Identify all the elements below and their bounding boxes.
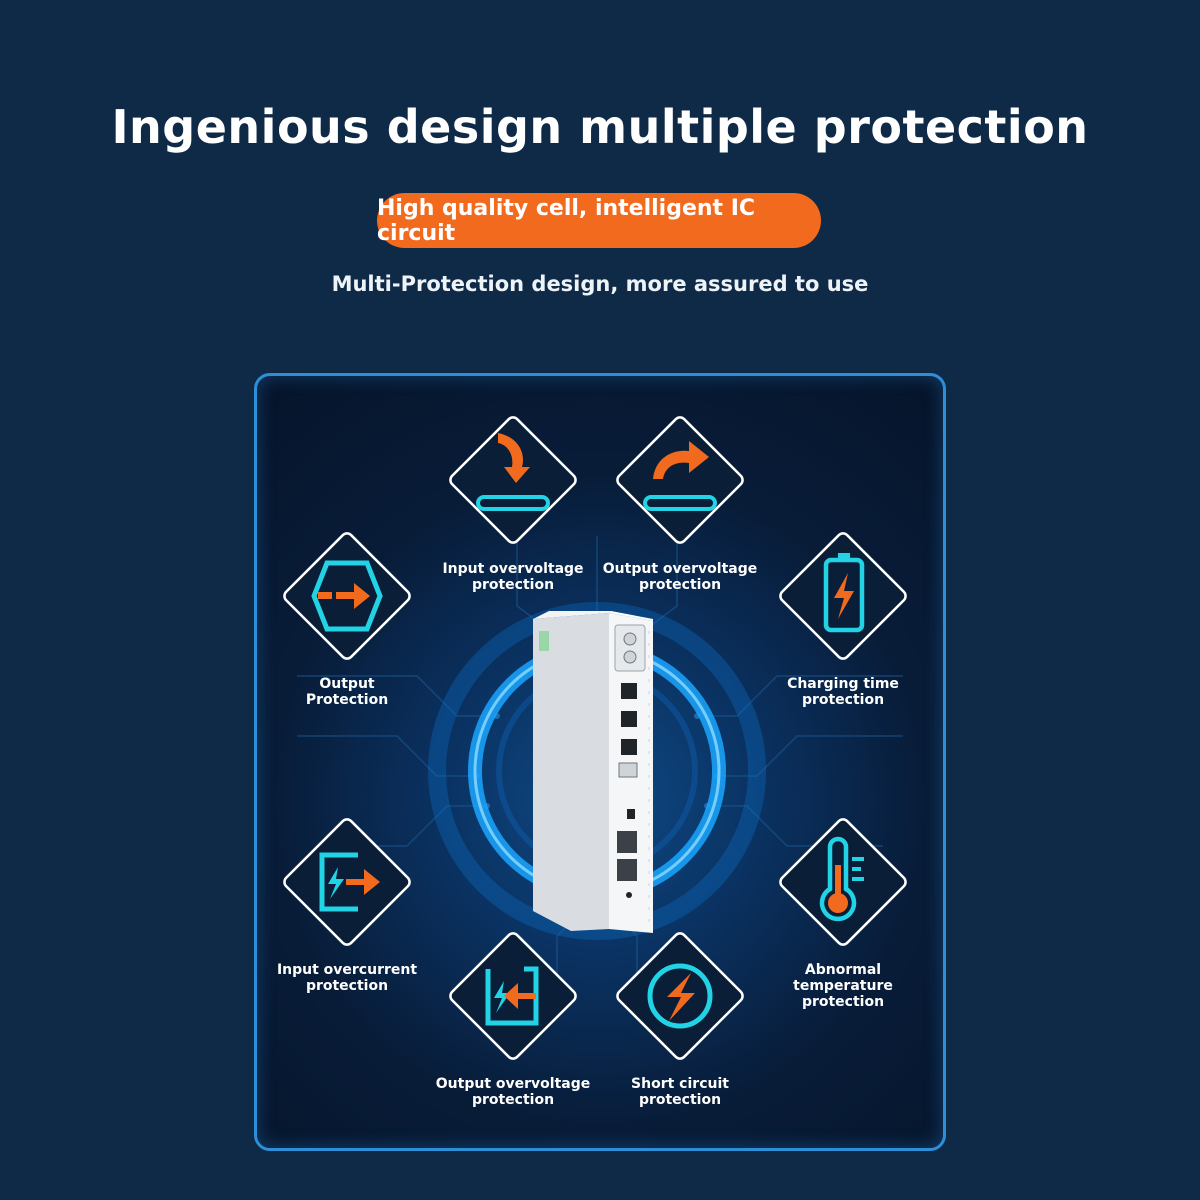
subtitle: Multi-Protection design, more assured to… — [331, 272, 869, 296]
short-circuit-icon — [616, 932, 744, 1060]
output-overvoltage-arrow-icon — [449, 932, 577, 1060]
ups-device — [531, 611, 661, 936]
battery-charging-icon — [779, 532, 907, 660]
ups-device-illustration — [533, 611, 653, 933]
highlight-pill: High quality cell, intelligent IC circui… — [377, 193, 821, 248]
output-overvoltage-icon — [616, 416, 744, 544]
thermometer-icon — [779, 818, 907, 946]
input-overvoltage-icon — [449, 416, 577, 544]
page-title: Ingenious design multiple protection — [111, 100, 1089, 154]
input-overcurrent-icon — [283, 818, 411, 946]
output-protection-icon — [283, 532, 411, 660]
